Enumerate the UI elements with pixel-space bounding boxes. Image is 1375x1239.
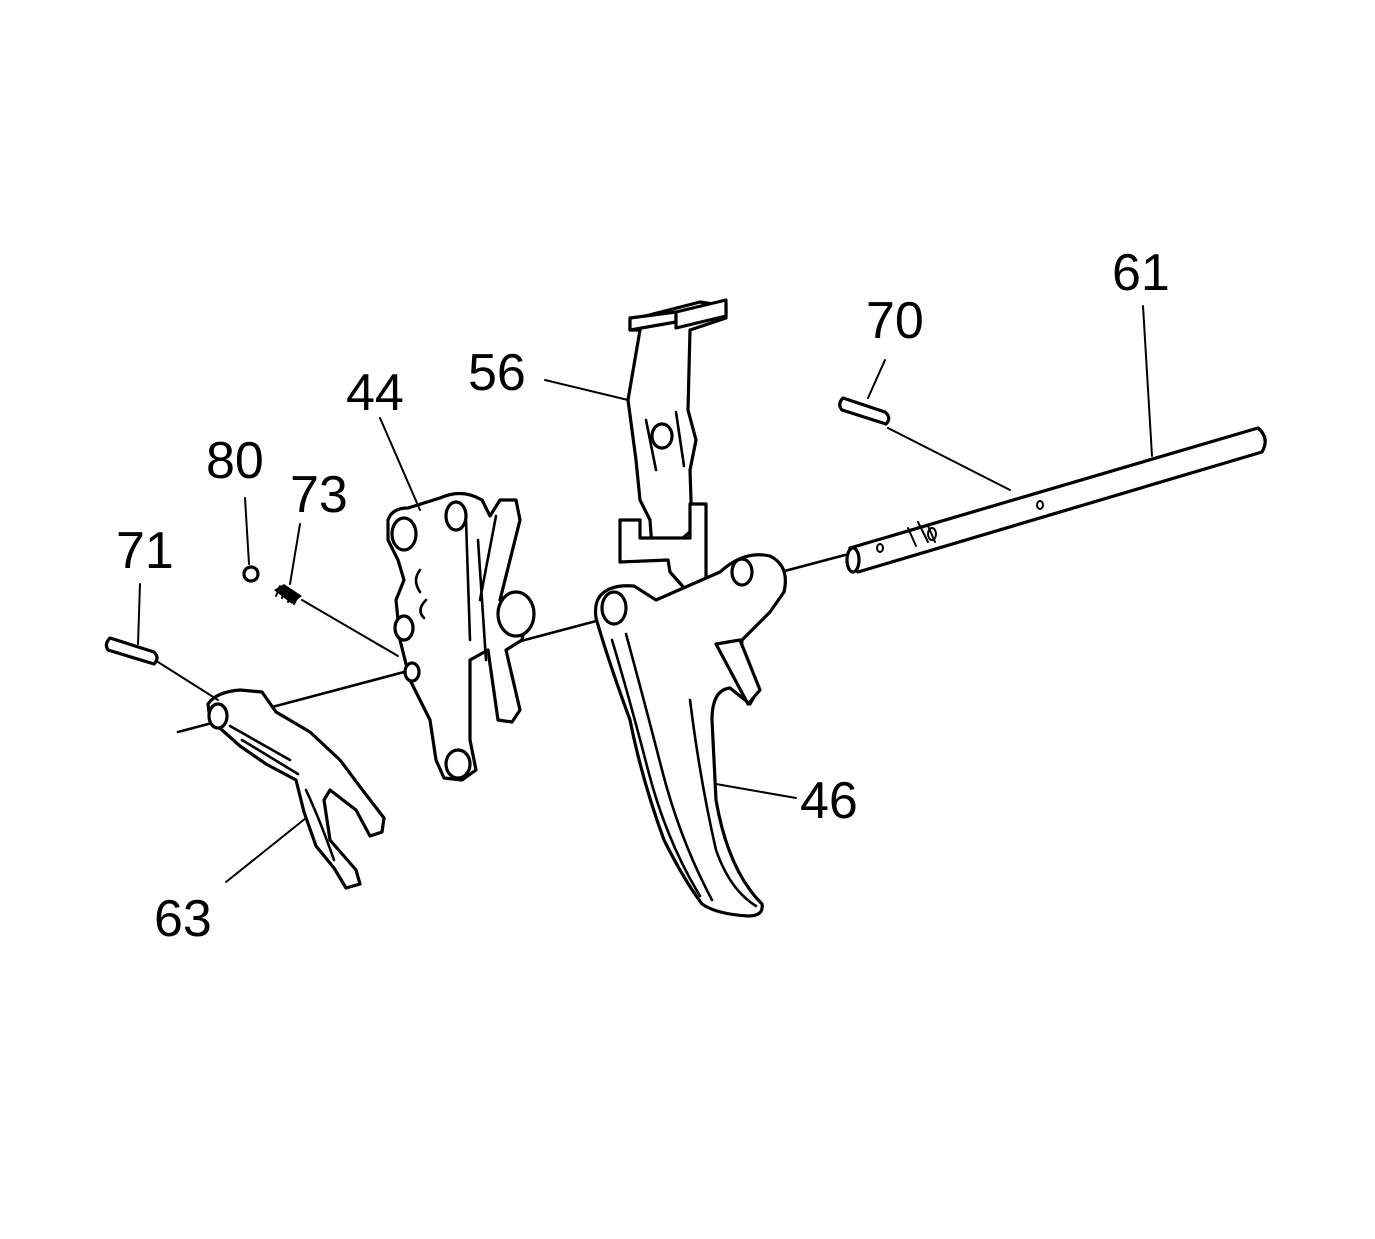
callout-73: 73 (290, 466, 348, 524)
callout-44: 44 (346, 364, 404, 422)
part-61-shift-rail (845, 426, 1267, 574)
callout-63: 63 (154, 890, 212, 948)
part-70-roll-pin (838, 396, 891, 426)
part-46-shift-fork (593, 553, 787, 918)
callout-61: 61 (1112, 244, 1170, 302)
callout-71: 71 (116, 522, 174, 580)
leader-lines (137, 305, 1153, 883)
callout-70: 70 (866, 292, 924, 350)
callout-56: 56 (468, 344, 526, 402)
part-71-roll-pin (104, 636, 159, 666)
part-80-check-ball (242, 565, 260, 583)
part-44-gate-plate (386, 491, 536, 782)
callout-46: 46 (800, 772, 858, 830)
part-56-shift-bracket (618, 298, 728, 592)
callout-80: 80 (206, 432, 264, 490)
part-73-spring (274, 584, 302, 605)
part-63-shift-fork (206, 688, 386, 890)
